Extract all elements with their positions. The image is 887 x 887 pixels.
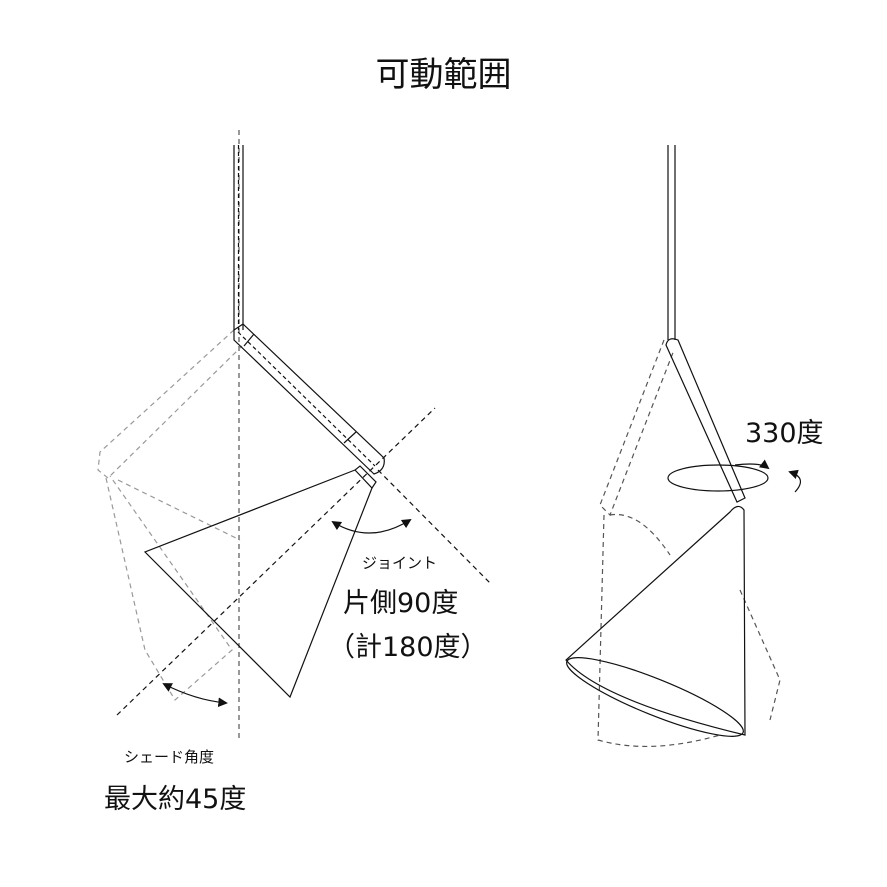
- rotation-ellipse: [667, 464, 769, 492]
- shade-cone-right: [565, 505, 746, 736]
- cord: [233, 145, 244, 330]
- joint-total: （計180度）: [328, 632, 488, 663]
- shade-cone: [143, 465, 377, 699]
- ghost-lamp: [97, 329, 243, 701]
- rotation-label: 330度: [745, 418, 824, 449]
- shade-arrow: [162, 683, 228, 708]
- right-lamp: [565, 145, 801, 748]
- joint-range: 片側90度: [343, 588, 459, 619]
- rotation-arrow-2: [788, 469, 801, 493]
- shade-axis-line: [116, 407, 436, 716]
- rotation-arrow: [734, 459, 770, 470]
- ghost-lamp-right: [597, 339, 781, 748]
- joint-arm: [233, 323, 385, 475]
- joint-label: ジョイント: [362, 554, 438, 572]
- page-title: 可動範囲: [375, 55, 512, 95]
- left-lamp: [97, 130, 491, 740]
- joint-arm-right: [665, 338, 746, 503]
- joint-arrow: [331, 518, 412, 534]
- shade-range: 最大約45度: [104, 784, 247, 815]
- shade-label: シェード角度: [124, 748, 215, 766]
- shade-opening: [566, 657, 744, 737]
